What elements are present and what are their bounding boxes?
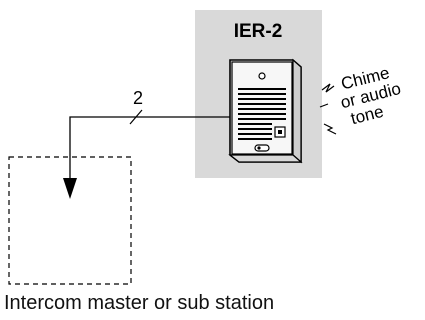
sound-label: Chime or audio tone <box>339 63 403 128</box>
arrowhead-icon <box>63 178 77 199</box>
station-box <box>8 156 132 285</box>
wire-count-tick <box>129 109 143 125</box>
speaker-unit-icon <box>228 58 303 164</box>
station-label: Intercom master or sub station <box>4 292 275 314</box>
connecting-wire <box>69 116 230 180</box>
wire-count-label: 2 <box>133 88 143 108</box>
sound-wave-icon <box>319 83 337 135</box>
device-name: IER-2 <box>234 21 283 42</box>
